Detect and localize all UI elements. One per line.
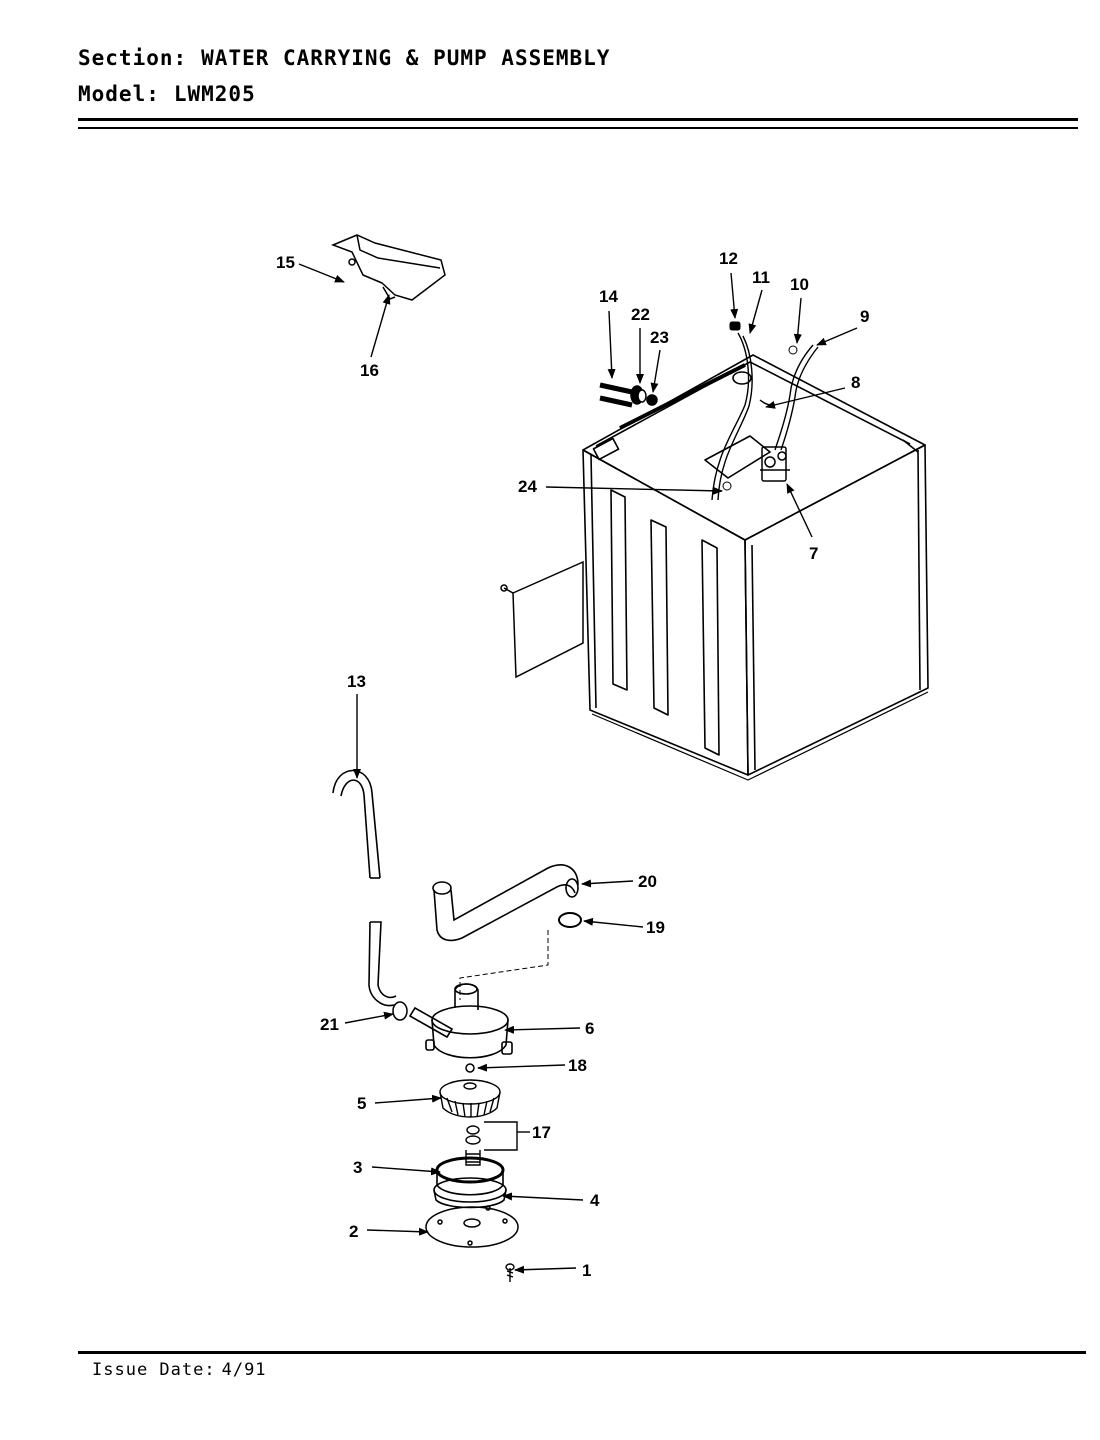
assembly-leader [459, 930, 549, 1000]
callout-3: 3 [353, 1158, 362, 1177]
callout-5: 5 [357, 1094, 366, 1113]
header-rule-top [78, 118, 1078, 121]
footer-rule [78, 1351, 1086, 1354]
seal-18 [465, 1063, 475, 1073]
callout-13: 13 [347, 672, 366, 691]
issue-date-label: Issue Date: [92, 1360, 216, 1380]
callout-15: 15 [276, 253, 295, 272]
hose-clamp-19 [558, 912, 582, 928]
small-fittings [722, 321, 798, 491]
callout-18: 18 [568, 1056, 587, 1075]
bracket [330, 234, 446, 301]
callout-16: 16 [360, 361, 379, 380]
callout-8: 8 [851, 373, 860, 392]
section-title: WATER CARRYING & PUMP ASSEMBLY [201, 46, 611, 70]
model-number: LWM205 [173, 82, 256, 106]
callout-23: 23 [650, 328, 669, 347]
callout-12: 12 [719, 249, 738, 268]
section-header: Section: WATER CARRYING & PUMP ASSEMBLY [78, 46, 610, 70]
callout-2: 2 [349, 1222, 358, 1241]
pump-housing [408, 983, 513, 1059]
callout-11: 11 [752, 268, 770, 287]
impeller [439, 1079, 501, 1118]
pump-hose [432, 864, 579, 942]
model-header: Model: LWM205 [78, 82, 256, 106]
inlet-fittings [599, 382, 658, 408]
washer-cabinet [582, 354, 929, 781]
callout-10: 10 [790, 275, 809, 294]
callout-6: 6 [585, 1019, 594, 1038]
hose-clamp-21 [392, 1001, 408, 1021]
model-label: Model: [78, 82, 160, 106]
callout-24: 24 [518, 477, 537, 496]
fill-hoses [711, 332, 819, 501]
callout-19: 19 [646, 918, 665, 937]
callout-4: 4 [590, 1191, 600, 1210]
callout-21: 21 [320, 1015, 339, 1034]
issue-date: Issue Date:4/91 [92, 1360, 267, 1380]
drain-hose [332, 769, 397, 1007]
back-panel [500, 560, 584, 679]
callout-17: 17 [532, 1123, 551, 1142]
header-rule-bottom [78, 127, 1078, 129]
pump-base-plate [425, 1205, 519, 1248]
section-label: Section: [78, 46, 188, 70]
callout-leaders [298, 263, 858, 1274]
callout-numbers: 1 2 3 4 5 6 7 8 9 10 11 12 13 14 15 16 1… [276, 249, 869, 1280]
callout-7: 7 [809, 544, 818, 563]
callout-1: 1 [582, 1261, 591, 1280]
water-valve [760, 446, 790, 482]
issue-date-value: 4/91 [221, 1360, 267, 1380]
callout-22: 22 [631, 305, 650, 324]
callout-14: 14 [599, 287, 618, 306]
callout-20: 20 [638, 872, 657, 891]
screw [505, 1263, 515, 1282]
callout-9: 9 [860, 307, 869, 326]
